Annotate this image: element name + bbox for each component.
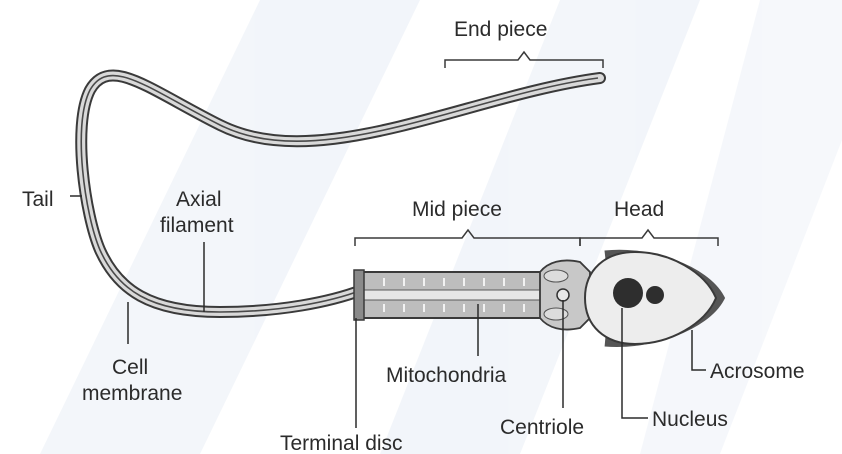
nucleolus-shape xyxy=(646,286,664,304)
label-centriole: Centriole xyxy=(500,416,584,439)
label-cell-1: Cell xyxy=(112,356,148,379)
label-mitochondria: Mitochondria xyxy=(386,364,507,387)
label-axial-1: Axial xyxy=(176,188,222,211)
label-acrosome: Acrosome xyxy=(710,360,805,383)
label-cell-2: membrane xyxy=(82,382,182,405)
label-end-piece: End piece xyxy=(454,18,547,41)
label-terminal-disc: Terminal disc xyxy=(280,432,403,454)
terminal-disc-shape xyxy=(354,270,364,320)
label-head: Head xyxy=(614,198,664,221)
centriole-shape xyxy=(557,289,569,301)
label-nucleus: Nucleus xyxy=(652,408,728,431)
label-mid-piece: Mid piece xyxy=(412,198,502,221)
nucleus-shape xyxy=(613,278,643,308)
label-axial-2: filament xyxy=(160,214,234,237)
label-tail: Tail xyxy=(22,188,54,211)
